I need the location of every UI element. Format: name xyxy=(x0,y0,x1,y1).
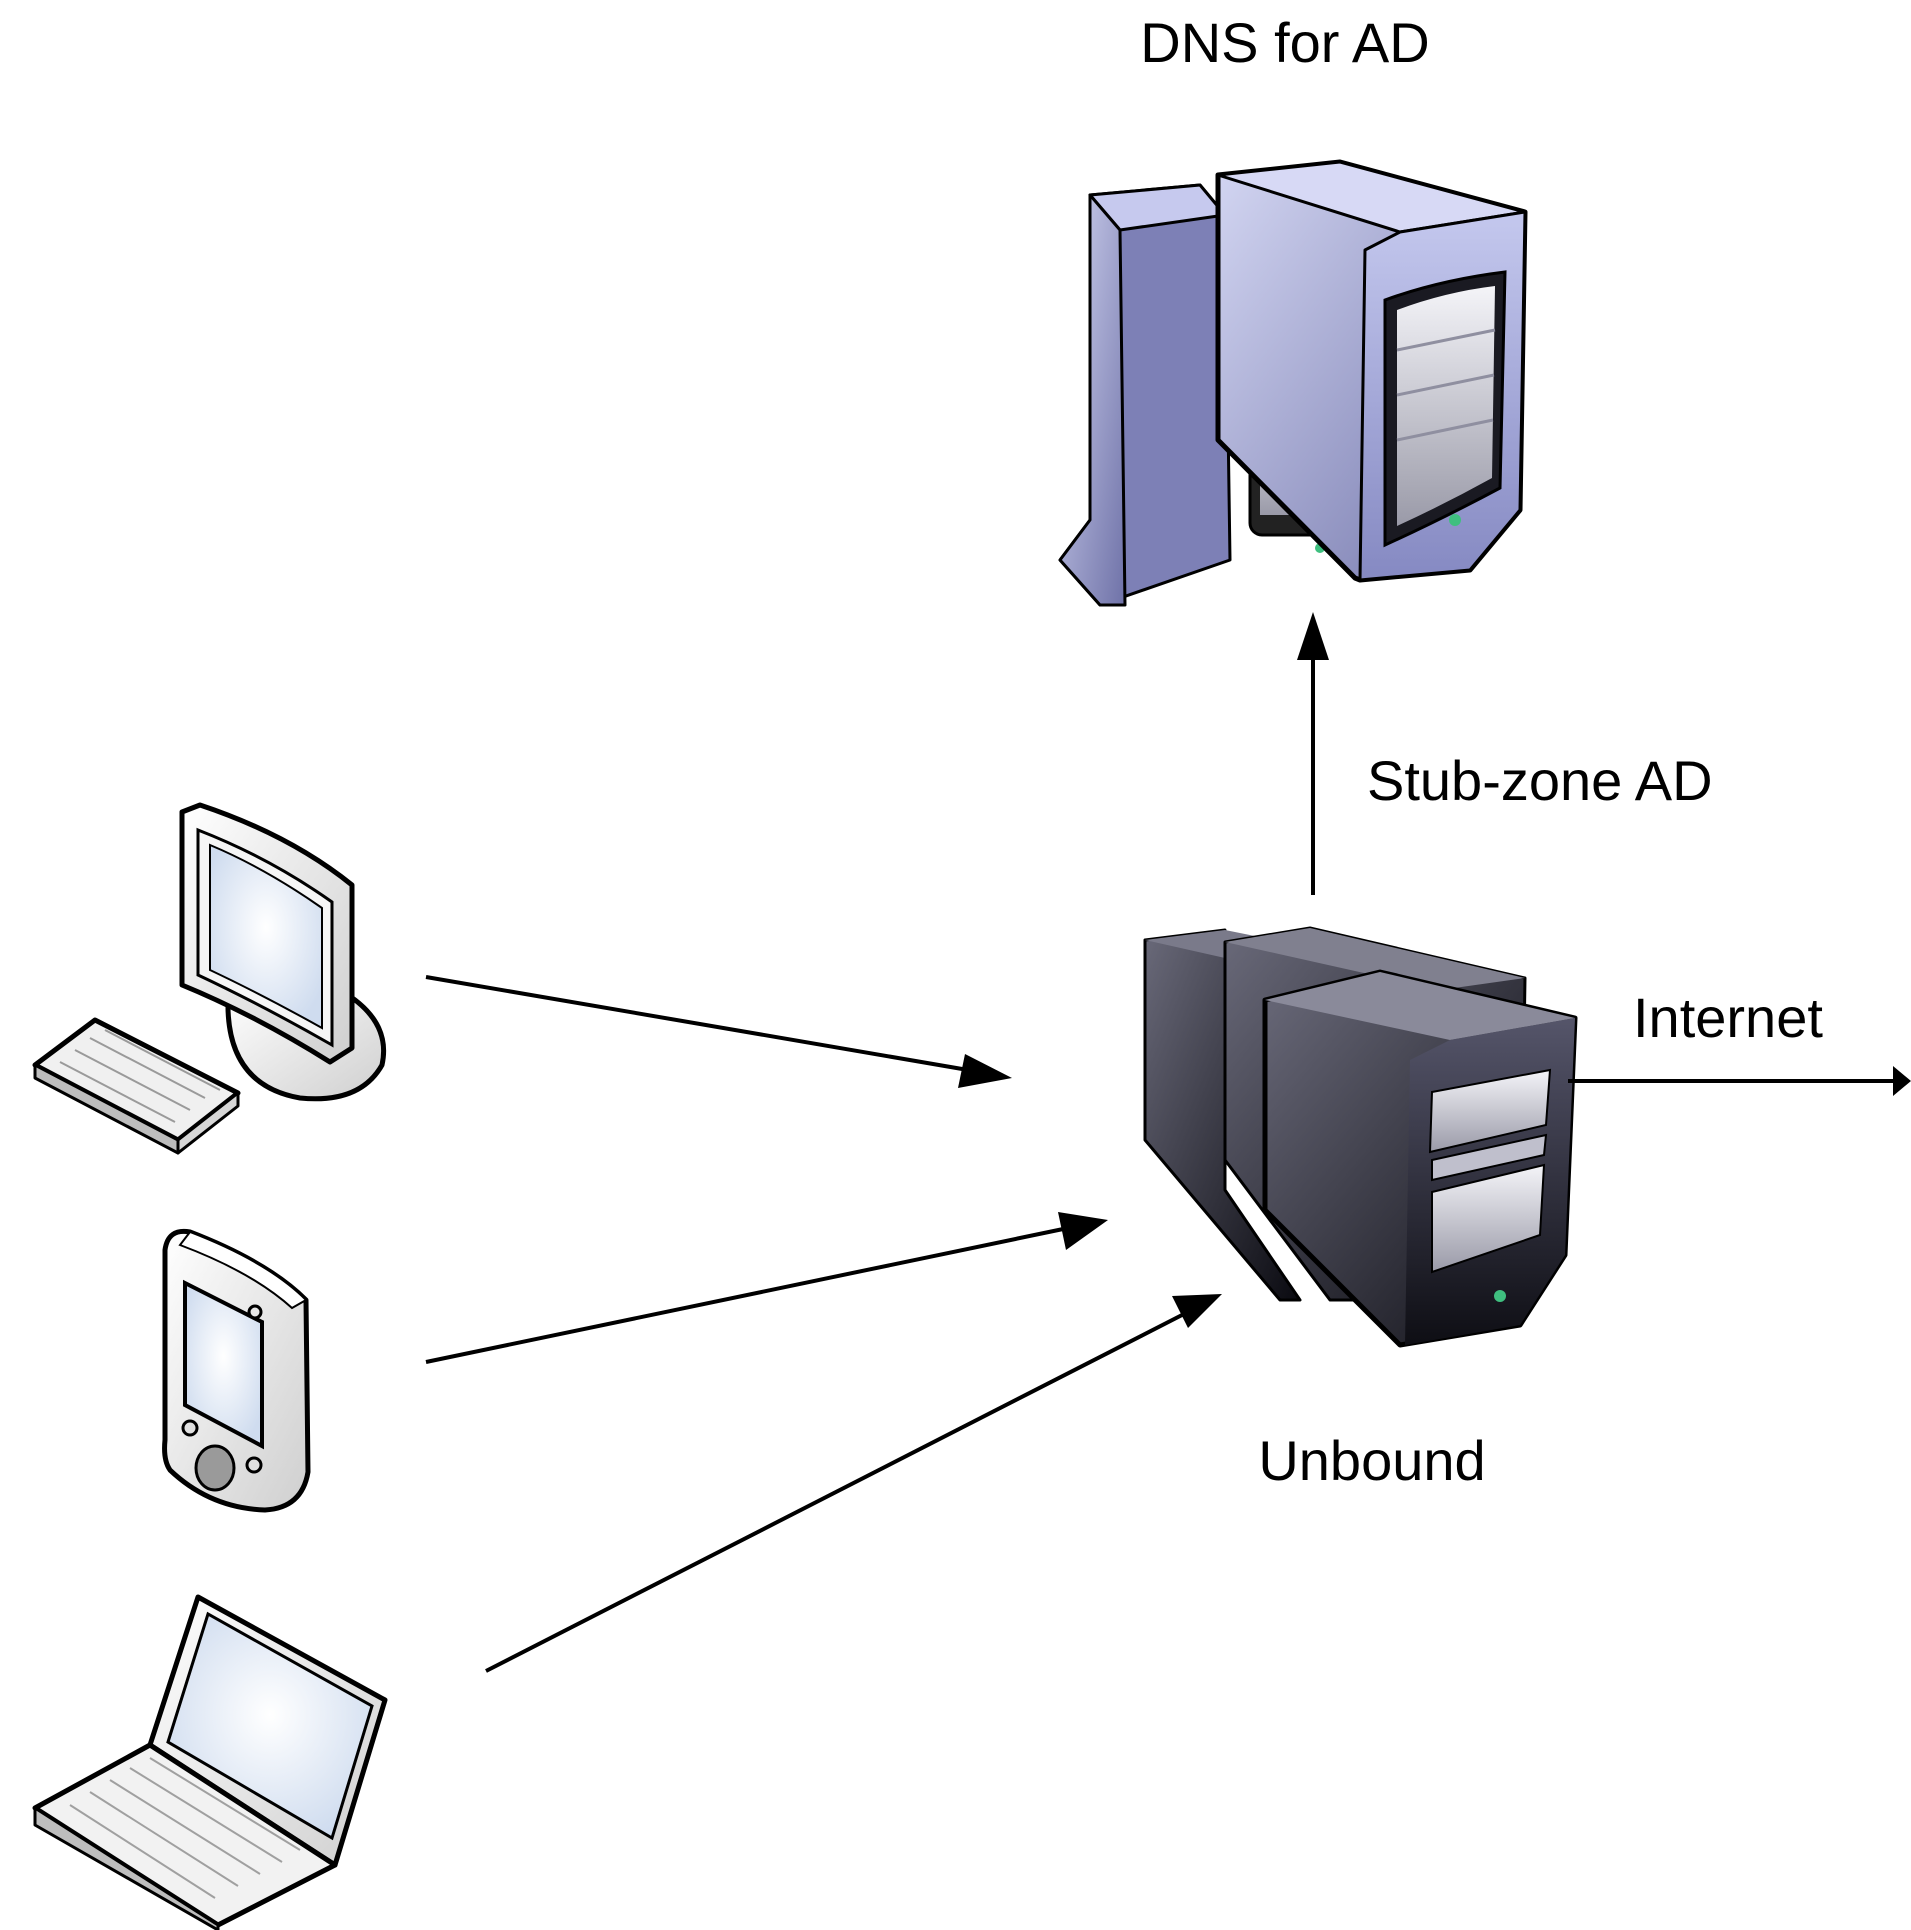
desktop-arrowhead xyxy=(958,1054,1012,1088)
stub-zone-label: Stub-zone AD xyxy=(1367,749,1713,812)
unbound-server-icon xyxy=(1143,926,1578,1348)
stub-zone-arrowhead xyxy=(1297,612,1329,660)
laptop-arrowhead xyxy=(1172,1294,1222,1328)
unbound-label: Unbound xyxy=(1258,1429,1485,1492)
pda-arrowhead xyxy=(1058,1212,1108,1250)
dns-server-label: DNS for AD xyxy=(1140,11,1429,74)
laptop-icon xyxy=(32,1594,388,1930)
dns-server-icon xyxy=(1058,159,1528,607)
pda-edge xyxy=(425,1226,1069,1364)
desktop-edge xyxy=(425,975,969,1072)
pda-icon xyxy=(162,1228,311,1513)
internet-arrowhead xyxy=(1893,1066,1911,1096)
laptop-edge xyxy=(485,1312,1185,1673)
internet-label: Internet xyxy=(1633,986,1823,1049)
desktop-computer-icon xyxy=(32,802,387,1155)
